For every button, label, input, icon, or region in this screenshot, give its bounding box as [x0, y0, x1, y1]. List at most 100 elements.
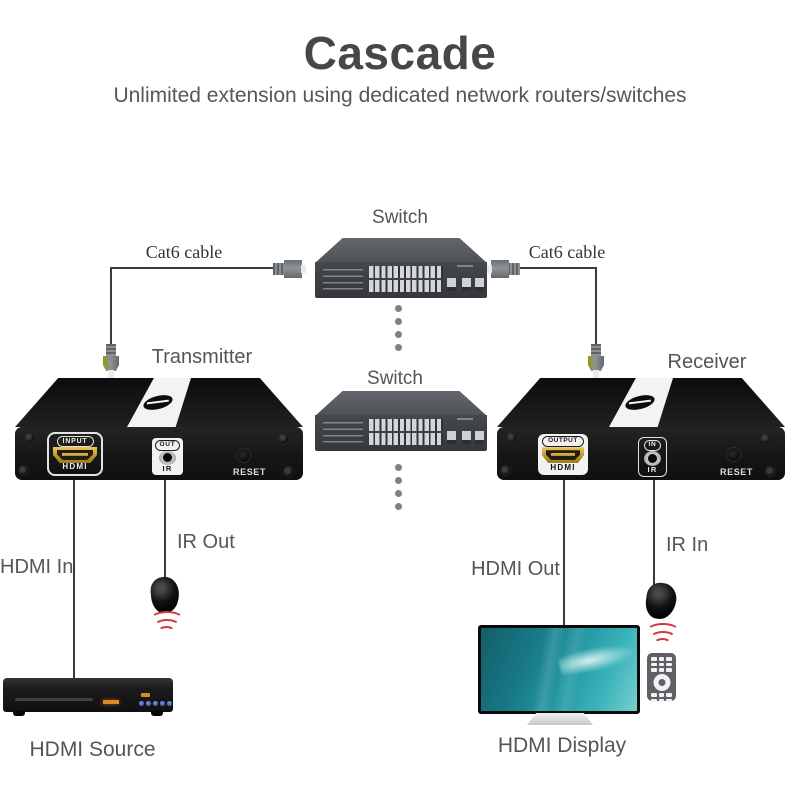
device-front-panel: INPUT HDMI OUT IR RESET	[15, 427, 303, 480]
dvd-button	[153, 701, 158, 706]
cable-label-right: Cat6 cable	[528, 242, 606, 262]
ir-out-port: OUT IR	[152, 438, 183, 475]
rj45-tab	[593, 370, 599, 378]
port-type-badge: OUT	[155, 440, 180, 451]
cable-line-right-horizontal	[519, 267, 597, 269]
brand-logo-icon	[623, 392, 657, 413]
remote-button	[666, 662, 672, 666]
remote-button	[651, 668, 657, 672]
ellipsis-dot	[395, 464, 402, 471]
switch-front-face	[315, 262, 487, 298]
remote-control-icon	[647, 653, 676, 702]
hdmi-out-line	[563, 480, 565, 626]
dvd-button	[167, 701, 172, 706]
switch-uplink-port	[462, 431, 471, 444]
hdmi-in-line	[73, 480, 75, 678]
rj45-boot	[103, 356, 119, 371]
ir-in-port: IN IR	[638, 437, 667, 477]
screw-icon	[284, 467, 293, 476]
remote-button	[666, 668, 672, 672]
hdmi-out-label: HDMI Out	[471, 558, 560, 580]
switch-bottom-label: Switch	[367, 368, 423, 389]
reset-button	[727, 448, 740, 461]
remote-button	[666, 693, 672, 697]
remote-button	[658, 657, 665, 661]
switch-top-face	[315, 391, 487, 416]
dvd-button	[139, 701, 144, 706]
ir-wave-icon	[646, 623, 680, 640]
switch-top-face	[315, 238, 487, 263]
port-name-label: HDMI	[62, 462, 88, 471]
hdmi-connector-icon	[542, 447, 584, 464]
rj45-sleeve	[273, 263, 285, 275]
remote-button-grid	[651, 693, 672, 702]
hdmi-tongue	[551, 453, 575, 457]
rj45-plug-icon	[103, 344, 119, 378]
dvd-body	[3, 678, 173, 712]
switch-port-grid	[369, 433, 443, 445]
ir-receiver-icon	[643, 581, 679, 621]
switch-brand-mark	[457, 265, 473, 267]
dvd-display	[96, 697, 126, 706]
dvd-button	[146, 701, 151, 706]
device-top-plate	[15, 378, 303, 427]
hdmi-output-port: OUTPUT HDMI	[538, 434, 588, 475]
cable-line-left-vertical	[110, 267, 112, 346]
transmitter-label: Transmitter	[151, 346, 253, 368]
reset-button	[237, 449, 250, 462]
receiver-device: OUTPUT HDMI IN IR RESET	[497, 378, 785, 480]
cable-line-right-vertical	[595, 267, 597, 347]
remote-button	[651, 662, 657, 666]
brand-label	[127, 378, 191, 427]
screw-icon	[19, 466, 28, 475]
remote-button	[651, 657, 657, 661]
brand-logo-icon	[141, 392, 175, 413]
tv-screen	[481, 628, 637, 711]
rj45-boot	[491, 260, 509, 278]
remote-button	[658, 698, 665, 702]
screw-icon	[25, 433, 34, 442]
reset-label: RESET	[233, 467, 267, 477]
remote-button	[658, 662, 665, 666]
ir-in-label: IR In	[666, 534, 709, 556]
switch-top-label: Switch	[372, 207, 428, 228]
hdmi-tongue	[62, 453, 88, 456]
switch-front-face	[315, 415, 487, 451]
switch-print	[323, 422, 363, 445]
ir-out-label: IR Out	[177, 531, 235, 553]
port-type-badge: IN	[644, 440, 661, 451]
switch-uplink-port	[475, 278, 484, 291]
ir-wave-icon	[650, 631, 676, 645]
dvd-power-led	[141, 693, 150, 697]
ellipsis-dot	[395, 477, 402, 484]
rj45-sleeve	[106, 344, 116, 356]
switch-port-grid	[369, 266, 443, 278]
cable-line-left-horizontal	[110, 267, 273, 269]
reset-label: RESET	[720, 467, 754, 477]
cable-label-left: Cat6 cable	[145, 242, 223, 262]
switch-brand-mark	[457, 418, 473, 420]
remote-button	[651, 693, 657, 697]
ir-jack-icon	[644, 450, 661, 466]
ir-out-line	[164, 480, 166, 578]
hdmi-connector-icon	[53, 447, 97, 463]
switch-uplink-port	[447, 431, 456, 444]
port-type-badge: OUTPUT	[542, 436, 584, 447]
device-front-panel: OUTPUT HDMI IN IR RESET	[497, 427, 785, 480]
rj45-plug-icon	[273, 260, 307, 278]
ellipsis-dot	[395, 344, 402, 351]
network-switch-top	[315, 238, 487, 298]
rj45-tab	[108, 370, 114, 378]
ellipsis-dot	[395, 318, 402, 325]
rj45-tab	[301, 265, 306, 273]
remote-dpad	[653, 674, 670, 691]
ir-wave-icon	[154, 619, 180, 633]
ir-wave-icon	[158, 626, 175, 637]
transmitter-device: INPUT HDMI OUT IR RESET	[15, 378, 303, 480]
screw-icon	[766, 467, 775, 476]
hdmi-in-label: HDMI In	[0, 556, 74, 578]
screw-icon	[761, 434, 770, 443]
page-title: Cascade	[303, 27, 497, 79]
page-subtitle: Unlimited extension using dedicated netw…	[113, 84, 687, 107]
dvd-button	[160, 701, 165, 706]
